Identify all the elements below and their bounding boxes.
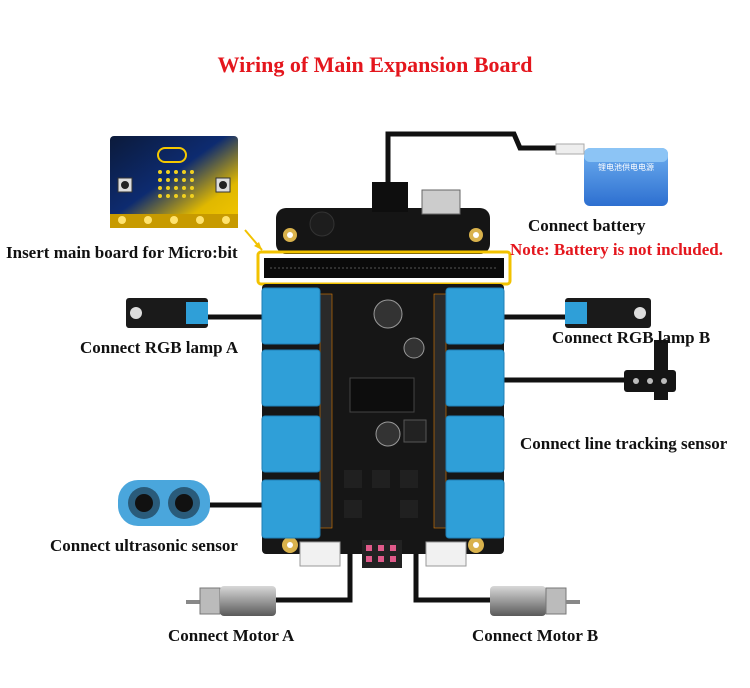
motor-b-label: Connect Motor B xyxy=(472,626,599,645)
motor-a xyxy=(186,586,276,616)
battery: 锂电池供电电源 xyxy=(555,143,668,206)
line-tracking-sensor xyxy=(624,340,676,400)
ultrasonic-sensor xyxy=(118,480,210,526)
ultrasonic-label: Connect ultrasonic sensor xyxy=(50,536,238,555)
expansion-board xyxy=(256,182,512,568)
rgb-lamp-a xyxy=(126,298,208,328)
motor-a-label: Connect Motor A xyxy=(168,626,295,645)
battery-text: 锂电池供电电源 xyxy=(598,162,654,172)
motor-a-wire xyxy=(275,545,353,603)
rgb-lamp-a-label: Connect RGB lamp A xyxy=(80,338,239,357)
diagram-title: Wiring of Main Expansion Board xyxy=(217,52,533,77)
rgb-lamp-b xyxy=(565,298,651,328)
rgb-lamp-b-label: Connect RGB lamp B xyxy=(552,328,711,347)
line-tracking-label: Connect line tracking sensor xyxy=(520,434,728,453)
microbit-board xyxy=(110,136,238,228)
battery-label: Connect battery xyxy=(528,216,646,235)
battery-note: Note: Battery is not included. xyxy=(510,240,723,259)
motor-b xyxy=(490,586,580,616)
battery-wire xyxy=(385,131,560,210)
microbit-label: Insert main board for Micro:bit xyxy=(6,243,238,262)
blue-connectors xyxy=(261,287,505,539)
motor-b-wire xyxy=(413,545,490,603)
